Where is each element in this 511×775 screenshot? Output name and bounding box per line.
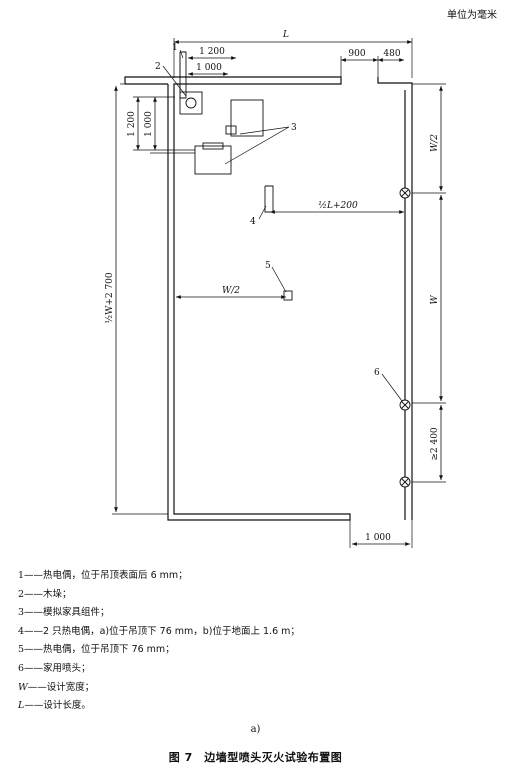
legend-sep: —— [24, 570, 44, 581]
legend-item: 1——热电偶，位于吊顶表面后 6 mm； [18, 567, 300, 586]
legend-key: L [18, 700, 25, 712]
leader-lines [162, 49, 403, 402]
callout-3: 3 [291, 123, 297, 133]
legend-key: 3 [18, 607, 25, 619]
extension-lines [112, 38, 446, 548]
legend-item: W——设计宽度； [18, 679, 300, 698]
label-900: 900 [348, 49, 365, 59]
legend-key: 1 [18, 570, 25, 581]
legend-text: 热电偶，位于吊顶表面后 6 mm； [43, 570, 188, 581]
test-layout-drawing: L 1 200 1 000 900 480 1 200 1 000 ½W+2 7… [104, 30, 446, 548]
unit-note: 单位为毫米 [447, 10, 497, 21]
wood-crib [179, 91, 203, 115]
label-1200-left: 1 200 [127, 111, 137, 137]
legend-key: W [18, 681, 28, 693]
sprinkler-icon [399, 187, 411, 199]
legend-text: 热电偶，位于吊顶下 76 mm； [43, 644, 175, 656]
legend-key: 6 [18, 662, 25, 674]
dimension-lines [114, 40, 443, 546]
label-L: L [282, 30, 289, 40]
dimension-labels: L 1 200 1 000 900 480 1 200 1 000 ½W+2 7… [104, 30, 440, 543]
legend-item: 2——木垛； [18, 586, 300, 605]
legend-key: 4 [18, 625, 25, 637]
sprinkler-icon [399, 476, 411, 488]
legend: 1——热电偶，位于吊顶表面后 6 mm； 2——木垛； 3——模拟家具组件； 4… [18, 567, 300, 716]
legend-sep: —— [24, 662, 44, 674]
sprinklers [399, 187, 411, 488]
furniture-assembly-2-top [202, 142, 224, 150]
furniture-assembly-1 [230, 99, 264, 137]
legend-item: 3——模拟家具组件； [18, 604, 300, 623]
legend-sep: —— [24, 625, 44, 637]
sprinkler-icon [399, 399, 411, 411]
legend-key: 2 [18, 588, 25, 600]
thermocouple-4 [264, 185, 274, 213]
figure-caption: 图 7 边墙型喷头灭火试验布置图 [168, 751, 343, 764]
callout-4: 4 [250, 217, 256, 227]
legend-sep: —— [24, 644, 44, 656]
label-1000-top: 1 000 [196, 63, 222, 73]
wood-crib-circle [185, 97, 197, 109]
legend-text: 家用喷头； [43, 662, 91, 674]
legend-sep: —— [24, 588, 44, 600]
label-half-w-2700: ½W+2 700 [104, 272, 115, 324]
label-1000-left: 1 000 [144, 111, 154, 137]
label-1000-bottom: 1 000 [365, 533, 391, 543]
legend-key: 5 [18, 644, 25, 656]
sub-figure-label: a) [250, 724, 261, 735]
label-480: 480 [383, 49, 400, 59]
label-1200-top: 1 200 [199, 47, 225, 57]
furniture-assembly-2 [194, 145, 232, 175]
callout-2: 2 [155, 62, 161, 72]
thermocouple-5 [283, 290, 293, 301]
legend-item: 6——家用喷头； [18, 660, 300, 679]
callout-1: 1 [172, 43, 178, 53]
legend-sep: —— [27, 681, 47, 693]
legend-text: 设计长度。 [43, 700, 91, 712]
equipment [179, 51, 293, 301]
legend-sep: —— [24, 607, 44, 619]
callout-5: 5 [265, 261, 271, 271]
label-w-half-right: W/2 [430, 134, 440, 152]
room-walls [124, 76, 413, 521]
inner-wall [124, 76, 351, 521]
label-half-l-200: ½L+200 [318, 200, 358, 211]
legend-item: L——设计长度。 [18, 697, 300, 716]
thermocouple-1 [179, 51, 187, 99]
furniture-assembly-1-base [225, 125, 237, 135]
label-ge-2400: ≥2 400 [430, 427, 440, 461]
callouts: 1 2 3 4 5 6 [155, 43, 380, 378]
label-w-right: W [430, 295, 440, 305]
legend-sep: —— [24, 700, 44, 712]
legend-text: 模拟家具组件； [43, 607, 110, 619]
outer-wall [377, 77, 413, 520]
label-w-half-mid: W/2 [222, 286, 240, 296]
legend-item: 4——2 只热电偶，a)位于吊顶下 76 mm，b)位于地面上 1.6 m； [18, 623, 300, 642]
legend-text: 2 只热电偶，a)位于吊顶下 76 mm，b)位于地面上 1.6 m； [43, 625, 300, 637]
callout-6: 6 [374, 368, 380, 378]
legend-item: 5——热电偶，位于吊顶下 76 mm； [18, 641, 300, 660]
legend-text: 设计宽度； [46, 681, 95, 693]
legend-text: 木垛； [43, 588, 72, 600]
